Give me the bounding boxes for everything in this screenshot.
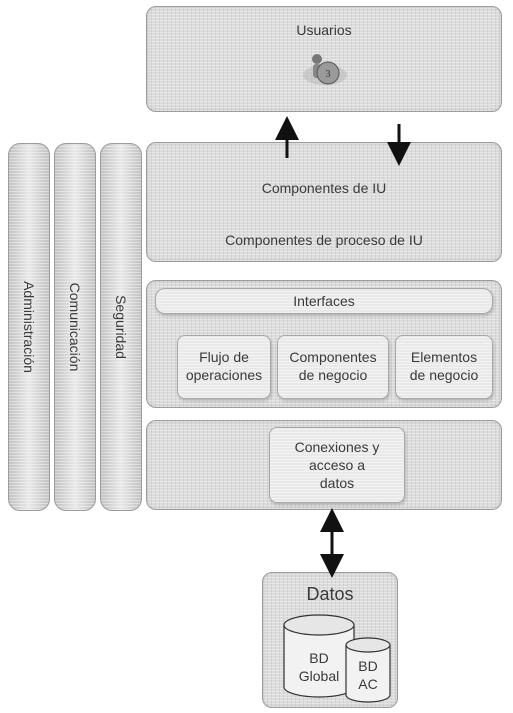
workflow-box: Flujo de operaciones [177, 335, 271, 399]
communication-bar: Comunicación [54, 143, 96, 511]
data-store-panel: Datos BD Global BD AC [262, 572, 398, 708]
security-bar: Seguridad [100, 143, 142, 511]
business-layer-panel: Interfaces Flujo de operaciones Componen… [146, 280, 502, 408]
ui-process-components-label: Componentes de proceso de IU [225, 232, 423, 248]
business-components-box: Componentes de negocio [277, 335, 389, 399]
ac-db-icon [345, 637, 391, 703]
data-access-label: Conexiones y acceso a datos [294, 439, 380, 491]
workflow-label: Flujo de operaciones [185, 349, 263, 383]
interfaces-box: Interfaces [155, 288, 493, 314]
data-store-title: Datos [306, 584, 354, 604]
data-access-box: Conexiones y acceso a datos [269, 427, 405, 503]
users-title: Usuarios [296, 22, 352, 38]
svg-text:3: 3 [326, 69, 331, 80]
users-panel: Usuarios 3 [146, 6, 502, 112]
ac-db-label: BD AC [358, 658, 378, 692]
ui-layer-panel: Componentes de IU Componentes de proceso… [146, 142, 502, 262]
admin-bar: Administración [8, 143, 50, 511]
business-components-label: Componentes de negocio [289, 349, 377, 383]
business-entities-label: Elementos de negocio [409, 349, 479, 383]
business-entities-box: Elementos de negocio [395, 335, 493, 399]
global-db-label: BD Global [298, 650, 340, 684]
data-access-layer-panel: Conexiones y acceso a datos [146, 420, 502, 510]
ui-components-label: Componentes de IU [261, 180, 387, 196]
interfaces-label: Interfaces [293, 293, 355, 309]
global-db-icon [283, 614, 355, 698]
user-icon: 3 [303, 54, 347, 85]
